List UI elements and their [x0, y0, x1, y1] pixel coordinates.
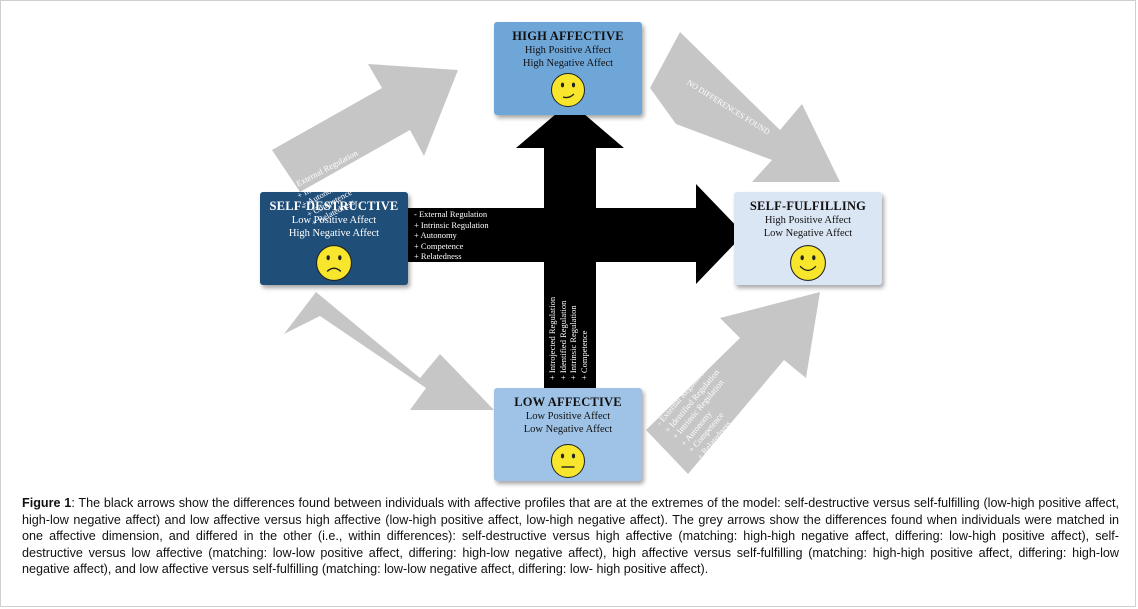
self-destructive-negative: High Negative Affect: [288, 228, 380, 239]
caption-text: : The black arrows show the differences …: [22, 496, 1119, 577]
arrow-label: - External Regulation: [414, 209, 488, 219]
self-fulfilling-positive: High Positive Affect: [764, 215, 852, 226]
arrow-label: + Competence: [414, 240, 464, 251]
low-affective-negative: Low Negative Affect: [523, 424, 613, 435]
high-affective-negative: High Negative Affect: [522, 58, 614, 69]
self-destructive-box: SELF-DESTRUCTIVE Low Positive Affect Hig…: [260, 192, 408, 285]
high-affective-title: HIGH AFFECTIVE: [512, 29, 624, 43]
black-arrow-low-to-high: [516, 102, 624, 388]
smiley-neutral-icon: [551, 444, 585, 478]
self-fulfilling-box: SELF-FULFILLING High Positive Affect Low…: [734, 192, 882, 285]
arrow-label: + Introjected Regulation: [547, 296, 557, 380]
high-affective-positive: High Positive Affect: [524, 45, 612, 56]
diagram-canvas: [272, 32, 840, 474]
self-destructive-title: SELF-DESTRUCTIVE: [269, 199, 399, 213]
grey-arrow-sd-to-low: [284, 292, 494, 410]
low-affective-positive: Low Positive Affect: [525, 411, 611, 422]
high-affective-box: HIGH AFFECTIVE High Positive Affect High…: [494, 22, 642, 115]
grey-arrow-low-to-sf: [646, 292, 820, 474]
figure-caption: Figure 1: The black arrows show the diff…: [22, 495, 1119, 578]
smiley-smirk-icon: [551, 73, 585, 107]
arrow-label: + Intrinsic Regulation: [568, 305, 578, 380]
arrow-label: + Autonomy: [414, 230, 457, 240]
self-fulfilling-negative: Low Negative Affect: [763, 228, 853, 239]
caption-label: Figure 1: [22, 496, 72, 510]
grey-arrow-sd-to-high: [272, 64, 458, 192]
self-destructive-positive: Low Positive Affect: [291, 215, 377, 226]
arrow-label: + Competence: [578, 330, 589, 380]
black-vertical-arrow-labels: + Introjected Regulation + Identified Re…: [547, 297, 589, 380]
arrow-label: + Relatedness: [414, 251, 462, 261]
black-horizontal-arrow-labels: - External Regulation + Intrinsic Regula…: [414, 209, 489, 262]
low-affective-title: LOW AFFECTIVE: [514, 395, 622, 409]
self-fulfilling-title: SELF-FULFILLING: [749, 199, 867, 213]
smiley-happy-icon: [790, 245, 826, 281]
arrow-label: + Intrinsic Regulation: [414, 219, 489, 230]
low-affective-box: LOW AFFECTIVE Low Positive Affect Low Ne…: [494, 388, 642, 481]
grey-arrow-high-to-sf: [650, 32, 840, 182]
smiley-sad-icon: [316, 245, 352, 281]
arrow-label: + Identified Regulation: [557, 300, 568, 380]
